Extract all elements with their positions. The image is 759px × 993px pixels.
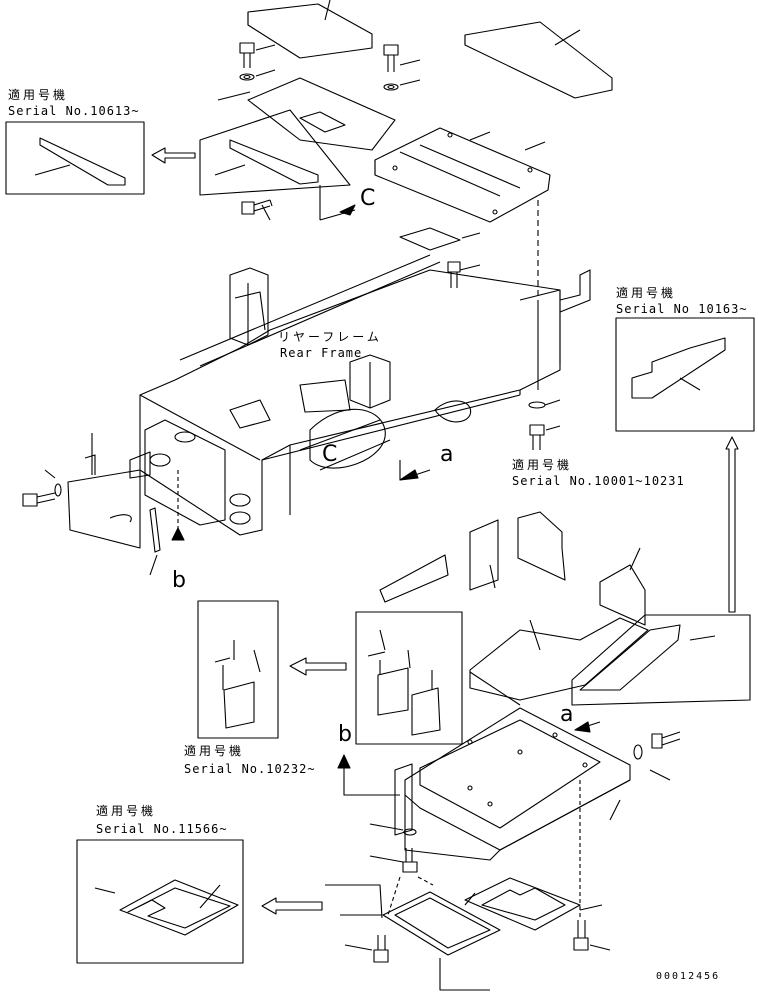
view-arrow-a-lower (574, 721, 601, 733)
curved-cover (217, 77, 396, 151)
arrow-left-10232 (289, 657, 347, 676)
top-pad-right (464, 21, 613, 99)
view-arrow-b-lower (337, 754, 400, 796)
bolt-upper-left-2 (241, 199, 273, 221)
rear-frame-label-jp: リヤーフレーム (278, 330, 382, 344)
applicable-label-11566: 適用号機 (96, 804, 157, 818)
serial-label-10001: Serial No.10001~10231 (512, 474, 685, 488)
bracket-box-cover (199, 109, 351, 196)
lower-leaders (325, 780, 581, 919)
bolt-left (22, 469, 62, 507)
view-label-c-lower: C (322, 442, 338, 467)
top-pad-left (247, 0, 373, 59)
side-plate-left (67, 433, 141, 549)
small-plate (399, 227, 481, 251)
arrow-left-11566 (261, 897, 323, 915)
inset-box-10001 (379, 511, 751, 706)
applicable-label-10163: 適用号機 (616, 286, 677, 300)
bolt-mid-frame (447, 261, 481, 288)
serial-label-10163: Serial No 10163~ (616, 302, 748, 316)
strip-left (149, 507, 161, 576)
view-arrow-c-upper (319, 185, 356, 221)
view-label-c-upper: C (360, 186, 376, 211)
bolt-lower-bottom (344, 935, 389, 963)
lower-plate-right (464, 877, 603, 931)
bolt-right-frame (528, 399, 561, 450)
serial-label-10232: Serial No.10232~ (184, 762, 316, 776)
drawing-number: 00012456 (656, 971, 721, 982)
arrow-left-10613 (151, 147, 196, 164)
inset-box-10163 (615, 317, 755, 432)
arrow-up-10163 (725, 436, 739, 613)
view-label-a-upper: a (440, 442, 454, 467)
bolt-tray-right (633, 731, 681, 781)
top-plate (374, 127, 551, 223)
inset-box-10232 (197, 600, 463, 745)
bolt-lower-left (369, 823, 418, 873)
applicable-label-10232: 適用号機 (184, 744, 245, 758)
view-label-b-lower: b (338, 722, 352, 747)
bolt-upper-mid (383, 44, 421, 91)
rear-frame (129, 254, 591, 536)
applicable-label-10613: 適用号機 (8, 88, 69, 102)
applicable-label-10001: 適用号機 (512, 458, 573, 472)
view-label-a-lower: a (560, 702, 574, 727)
inset-box-11566 (76, 839, 244, 964)
view-label-b-upper: b (172, 568, 186, 593)
bolt-lower-right (573, 920, 611, 951)
lower-plate-left (340, 891, 501, 991)
lower-tray (394, 707, 631, 861)
serial-label-10613: Serial No.10613~ (8, 104, 140, 118)
view-arrow-a-upper (399, 460, 431, 481)
bolt-upper-left (239, 42, 276, 81)
inset-box-10613 (5, 121, 145, 195)
rear-frame-label-en: Rear Frame (280, 346, 363, 360)
view-arrow-b-upper (171, 470, 185, 541)
serial-label-11566: Serial No.11566~ (96, 822, 228, 836)
